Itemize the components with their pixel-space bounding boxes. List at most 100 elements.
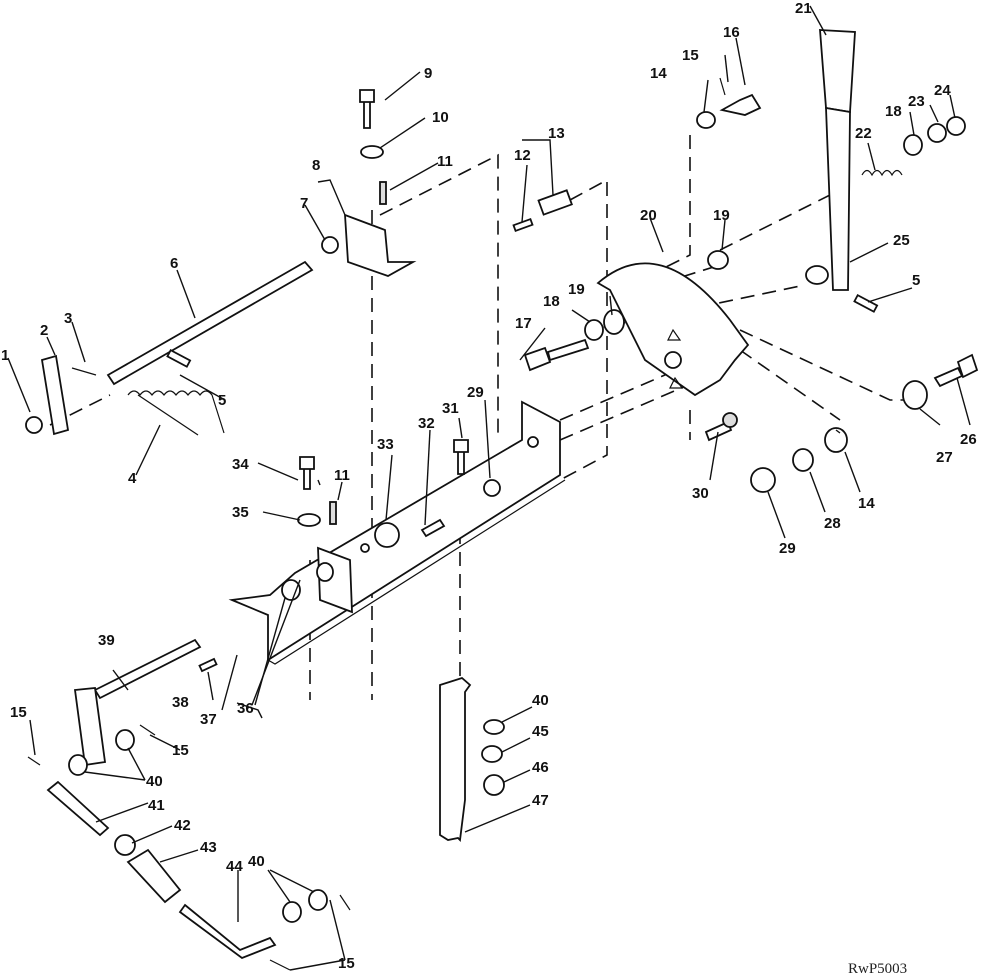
triangle-mark: [667, 328, 682, 341]
part-screw: [704, 420, 733, 442]
callout-25: 25: [893, 232, 910, 249]
callout-5: 5: [218, 392, 226, 409]
part-cotter-pin: [339, 894, 351, 911]
part-washer: [824, 427, 848, 453]
callout-15: 15: [338, 955, 355, 972]
part-washer: [707, 250, 729, 270]
callout-41: 41: [148, 797, 165, 814]
part-screw-head: [722, 412, 738, 428]
part-rod: [106, 260, 314, 386]
callout-11: 11: [437, 153, 453, 170]
callout-44: 44: [226, 858, 243, 875]
part-hole: [664, 351, 682, 369]
callout-28: 28: [824, 515, 841, 532]
callout-5: 5: [912, 272, 920, 289]
part-washer: [308, 889, 328, 911]
part-cap-screw: [299, 456, 315, 490]
part-retaining-ring: [25, 416, 43, 434]
callout-46: 46: [532, 759, 549, 776]
part-pin: [420, 518, 446, 538]
callout-20: 20: [640, 207, 657, 224]
callout-4: 4: [128, 470, 137, 487]
part-lever: [374, 522, 400, 548]
part-pin: [512, 217, 534, 233]
callout-19: 19: [713, 207, 730, 224]
part-nut: [483, 774, 505, 796]
part-bushing: [316, 562, 334, 582]
callout-1: 1: [1, 347, 9, 364]
part-washer: [68, 754, 88, 776]
part-hole: [360, 543, 370, 553]
part-washer: [483, 719, 505, 735]
part-bolt: [523, 338, 590, 372]
part-tube: [126, 848, 182, 904]
part-nut: [114, 834, 136, 856]
callout-45: 45: [532, 723, 549, 740]
callout-26: 26: [960, 431, 977, 448]
callout-10: 10: [432, 109, 449, 126]
callout-17: 17: [515, 315, 532, 332]
callout-27: 27: [936, 449, 953, 466]
part-pin: [379, 181, 387, 205]
part-bushing: [281, 579, 301, 601]
part-washer: [282, 901, 302, 923]
figure-reference-code: RwP5003: [848, 961, 907, 977]
callout-40: 40: [532, 692, 549, 709]
part-rod: [93, 638, 202, 700]
callout-2: 2: [40, 322, 48, 339]
part-pedal-arm: [825, 106, 851, 291]
callout-7: 7: [300, 195, 308, 212]
part-slotted-bracket: [439, 676, 472, 842]
callout-14: 14: [650, 65, 667, 82]
callout-40: 40: [146, 773, 163, 790]
part-link: [73, 687, 107, 767]
part-spring: [127, 390, 225, 434]
assembly-guide-lines: [49, 135, 905, 700]
part-washer: [696, 111, 716, 129]
callout-29: 29: [779, 540, 796, 557]
callout-21: 21: [795, 0, 812, 17]
callout-23: 23: [908, 93, 925, 110]
callout-39: 39: [98, 632, 115, 649]
part-hub: [805, 265, 829, 285]
part-cotter-pin: [719, 77, 726, 96]
part-lock-washer: [360, 145, 384, 159]
callout-42: 42: [174, 817, 191, 834]
part-washer: [603, 309, 625, 335]
part-lock-washer: [481, 745, 503, 763]
callout-6: 6: [170, 255, 178, 272]
part-spacer: [902, 380, 928, 410]
callout-40: 40: [248, 853, 265, 870]
part-washer: [115, 729, 135, 751]
callout-labels: 1 2 3 4 5 5 6 7 8 9 10 11 11 12 13 14 14…: [1, 0, 977, 977]
callout-11: 11: [334, 467, 350, 484]
callout-16: 16: [723, 24, 740, 41]
part-bolt: [933, 353, 979, 388]
part-nut: [946, 116, 966, 136]
callout-34: 34: [232, 456, 249, 473]
part-spring-coils: [137, 394, 199, 436]
callout-35: 35: [232, 504, 249, 521]
callout-15: 15: [172, 742, 189, 759]
part-pin: [329, 501, 337, 525]
callout-9: 9: [424, 65, 432, 82]
part-spring: [861, 169, 903, 177]
callout-18: 18: [885, 103, 902, 120]
part-bushing: [321, 236, 339, 254]
part-cotter-pin: [139, 724, 156, 736]
callout-32: 32: [418, 415, 435, 432]
parts: [25, 29, 979, 971]
part-roll-pin: [853, 293, 879, 313]
callout-30: 30: [692, 485, 709, 502]
part-brake-pedal: [819, 29, 856, 114]
callout-37: 37: [200, 711, 217, 728]
callout-14: 14: [858, 495, 875, 512]
callout-13: 13: [548, 125, 565, 142]
part-lock-washer: [792, 448, 814, 472]
part-bracket: [344, 213, 417, 277]
part-lock-washer: [297, 513, 321, 527]
callout-15: 15: [10, 704, 27, 721]
part-washer: [584, 319, 604, 341]
part-rod-threaded: [178, 903, 277, 960]
